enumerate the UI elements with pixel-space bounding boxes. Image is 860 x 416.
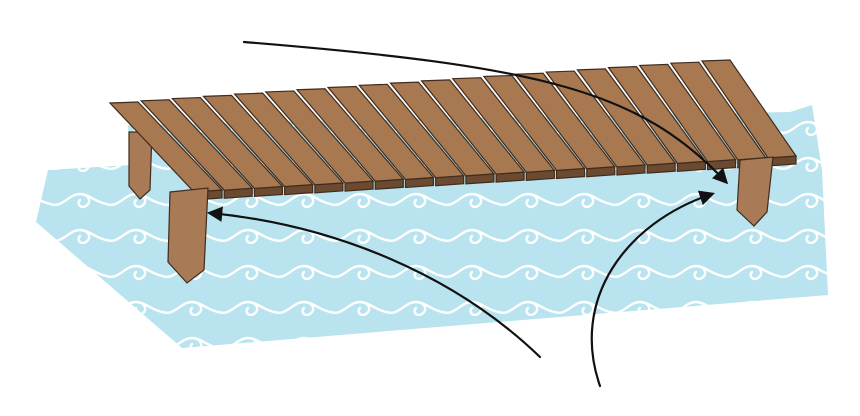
dock-plank-top [638,63,737,163]
dock-plank-top [170,96,284,190]
dock-plank [420,79,526,183]
arrow-top-to-right-leg [242,40,729,185]
dock-plank [389,81,496,185]
dock-plank [545,70,647,176]
dock-plank-top [202,94,314,188]
dock-plank [358,83,465,187]
dock-plank-top [576,68,677,166]
dock-plank-top [482,74,586,172]
dock-plank-top [389,81,496,177]
dock-plank-top [358,83,465,179]
dock-plank [638,63,737,171]
dock-plank [170,96,284,198]
arrow-to-right-leg [590,190,715,388]
dock-plank [576,68,677,174]
dock-plank-top [108,101,224,193]
dock-plank-top [139,99,254,191]
dock-plank [513,72,616,178]
arrow-to-left-leg [206,206,542,359]
dock-plank [139,99,254,199]
dock-plank-top [451,77,556,173]
dock-plank [326,85,435,189]
dock-plank [264,90,375,192]
dock-plank [451,77,556,181]
dock-plank-top [295,88,405,182]
dock-plank [233,92,345,194]
dock-deck [108,59,798,201]
dock-plank-top [264,90,375,184]
dock-plank-top [700,59,798,159]
dock-plank-top [326,85,435,181]
dock-plank-top [233,92,345,186]
dock-leg-front-left [167,187,209,284]
dock-plank [202,94,314,196]
dock-leg-front-right [736,156,774,227]
dock-plank-top [513,72,616,170]
dock-plank-top [545,70,647,168]
dock-plank-top [420,79,526,175]
dock-plank [295,88,405,190]
dock-plank [482,74,586,180]
